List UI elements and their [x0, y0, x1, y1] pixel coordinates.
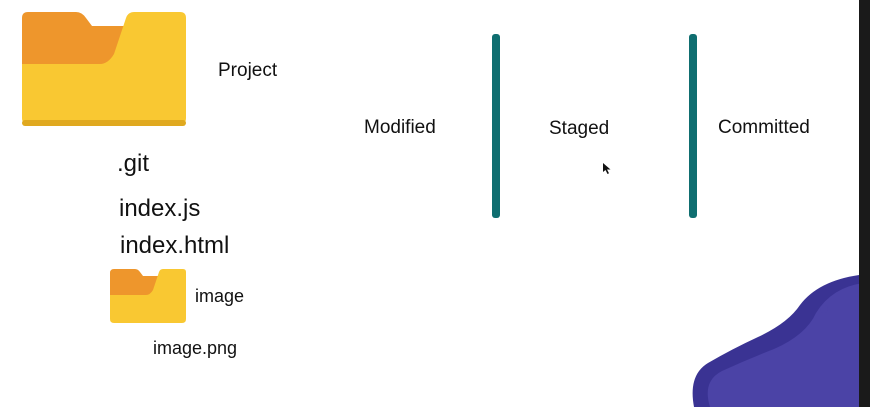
image-png-label: image.png	[153, 338, 238, 358]
mouse-cursor-icon	[603, 163, 611, 174]
stage-label-staged: Staged	[549, 118, 610, 139]
index-html-label: index.html	[120, 232, 230, 259]
folder-icon	[22, 12, 186, 126]
decorative-blob	[692, 275, 864, 407]
git-folder-label: .git	[117, 150, 150, 177]
project-label: Project	[218, 60, 278, 81]
decorative-dot	[820, 305, 828, 313]
stage-label-committed: Committed	[718, 117, 810, 138]
image-folder-label: image	[195, 286, 245, 306]
index-js-label: index.js	[119, 195, 201, 222]
stage-divider	[492, 34, 500, 218]
window-edge	[859, 0, 870, 407]
stage-divider	[689, 34, 697, 218]
folder-icon	[110, 269, 186, 323]
stage-label-modified: Modified	[364, 117, 436, 138]
